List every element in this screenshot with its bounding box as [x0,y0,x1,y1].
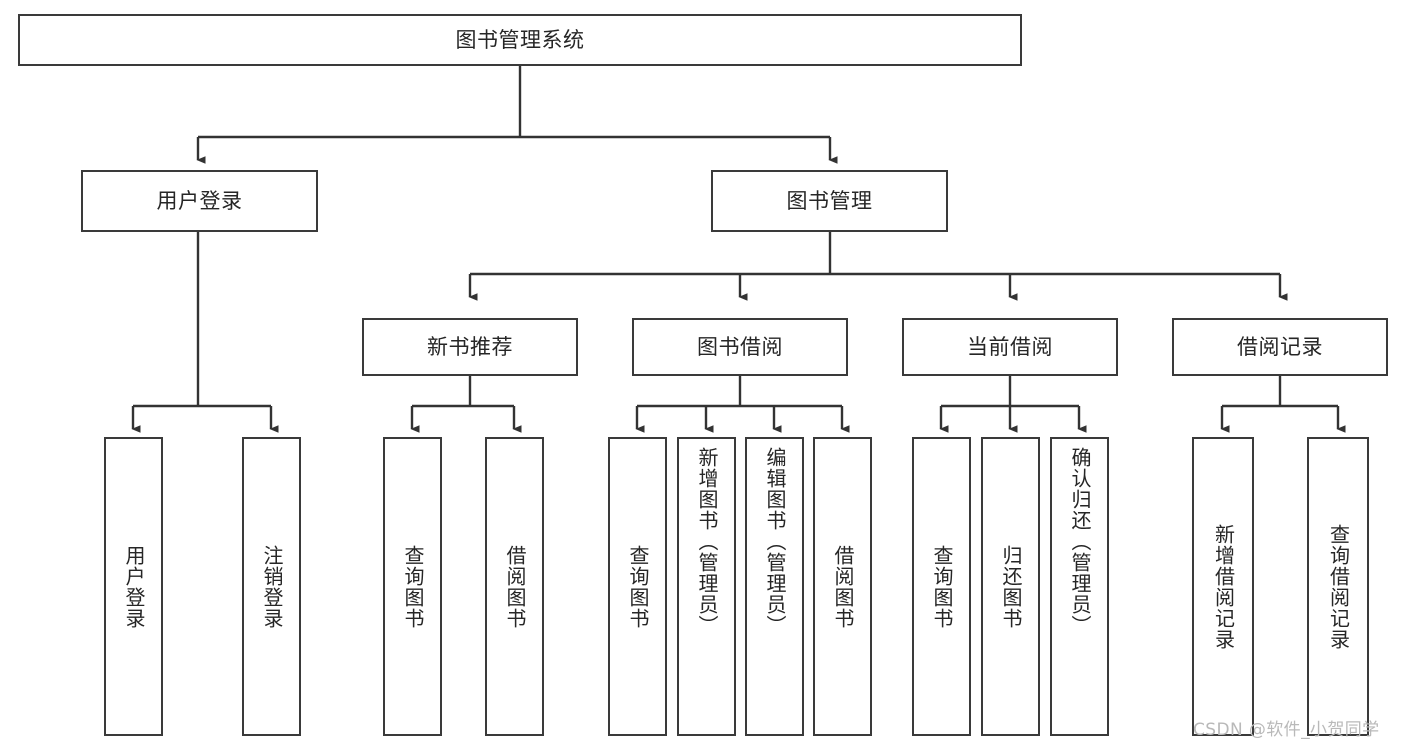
node-label: 图书管理系统 [455,27,585,52]
node-label: 借阅图书 [503,544,527,629]
leaf-user-login-signin[interactable]: 用户登录 [104,437,163,736]
node-label: 查询借阅记录 [1326,523,1351,650]
leaf-borrow-borrow-book[interactable]: 借阅图书 [813,437,872,736]
node-label: 用户登录 [122,544,146,629]
csdn-watermark: CSDN @软件_小贺同学 [1193,720,1380,740]
node-label: 新书推荐 [427,334,513,359]
node-book-borrow[interactable]: 图书借阅 [632,318,848,376]
node-label: 当前借阅 [967,334,1053,359]
node-borrow-record[interactable]: 借阅记录 [1172,318,1388,376]
leaf-user-login-signout[interactable]: 注销登录 [242,437,301,736]
leaf-current-query-book[interactable]: 查询图书 [912,437,971,736]
node-label: 新增图书（管理员） [695,447,719,636]
node-user-login[interactable]: 用户登录 [81,170,318,232]
node-root-system[interactable]: 图书管理系统 [18,14,1022,66]
node-label: 借阅图书 [831,544,855,629]
leaf-recommend-borrow-book[interactable]: 借阅图书 [485,437,544,736]
node-label: 用户登录 [156,188,243,213]
node-label: 查询图书 [626,544,650,629]
leaf-borrow-query-book[interactable]: 查询图书 [608,437,667,736]
node-label: 注销登录 [260,544,284,629]
node-label: 编辑图书（管理员） [763,447,787,636]
node-book-management[interactable]: 图书管理 [711,170,948,232]
node-new-book-recommend[interactable]: 新书推荐 [362,318,578,376]
leaf-recommend-query-book[interactable]: 查询图书 [383,437,442,736]
leaf-borrow-add-book-admin[interactable]: 新增图书（管理员） [677,437,736,736]
node-label: 图书管理 [786,188,873,213]
node-label: 新增借阅记录 [1211,523,1236,650]
node-label: 确认归还（管理员） [1068,447,1092,636]
leaf-current-confirm-return-admin[interactable]: 确认归还（管理员） [1050,437,1109,736]
node-label: 借阅记录 [1237,334,1323,359]
leaf-record-query-record[interactable]: 查询借阅记录 [1307,437,1369,736]
node-label: 归还图书 [999,544,1023,629]
node-label: 图书借阅 [697,334,783,359]
leaf-borrow-edit-book-admin[interactable]: 编辑图书（管理员） [745,437,804,736]
node-current-borrow[interactable]: 当前借阅 [902,318,1118,376]
node-label: 查询图书 [401,544,425,629]
node-label: 查询图书 [930,544,954,629]
leaf-current-return-book[interactable]: 归还图书 [981,437,1040,736]
leaf-record-add-record[interactable]: 新增借阅记录 [1192,437,1254,736]
